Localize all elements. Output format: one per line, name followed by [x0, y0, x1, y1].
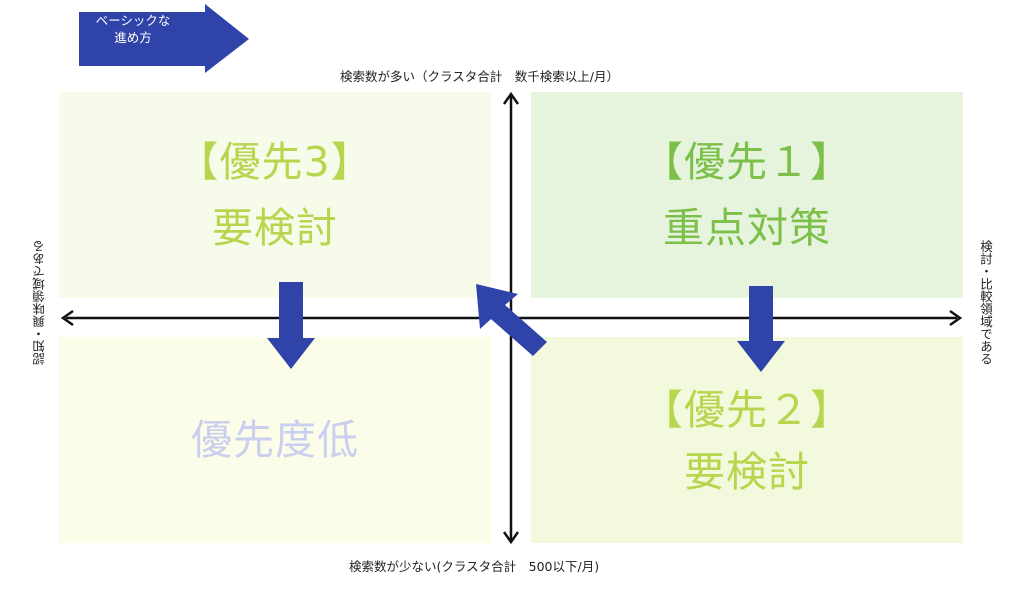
- legend-arrow-icon: [79, 4, 249, 73]
- flow-arrow-down-left-icon: [267, 282, 315, 369]
- quadrant-top-left-subtitle: 要検討: [212, 204, 338, 252]
- axis-arrowhead-left-icon: [60, 309, 74, 327]
- axis-arrowhead-up-icon: [502, 91, 520, 105]
- quadrant-top-left-title: 【優先3】: [177, 138, 373, 186]
- quadrant-top-right-subtitle: 重点対策: [663, 204, 831, 252]
- axis-label-right: 検討・比較領域である: [978, 240, 993, 365]
- quadrant-bottom-right-title: 【優先２】: [642, 386, 852, 434]
- legend-line-2: 進め方: [114, 30, 152, 45]
- legend-line-1: ベーシックな: [95, 13, 171, 28]
- quadrant-top-left: [59, 92, 491, 298]
- quadrant-top-right-title: 【優先１】: [642, 138, 852, 186]
- flow-arrow-down-right-icon: [737, 286, 785, 372]
- quadrant-bottom-right-subtitle: 要検討: [684, 448, 810, 496]
- axis-label-bottom: 検索数が少ない(クラスタ合計 500以下/月): [349, 559, 600, 574]
- quadrant-top-right: [531, 92, 963, 298]
- legend-label: ベーシックな 進め方: [78, 12, 188, 46]
- quadrant-bottom-left-title: 優先度低: [191, 416, 359, 464]
- axis-arrowhead-right-icon: [949, 309, 963, 327]
- flow-arrow-diagonal-icon: [476, 284, 547, 356]
- quadrant-bottom-left: [59, 337, 491, 543]
- axis-label-left: 認知・興味領域である: [32, 240, 47, 365]
- axis-arrowhead-down-icon: [502, 531, 520, 545]
- axis-label-top: 検索数が多い（クラスタ合計 数千検索以上/月）: [340, 69, 619, 84]
- quadrant-bottom-right: [531, 337, 963, 543]
